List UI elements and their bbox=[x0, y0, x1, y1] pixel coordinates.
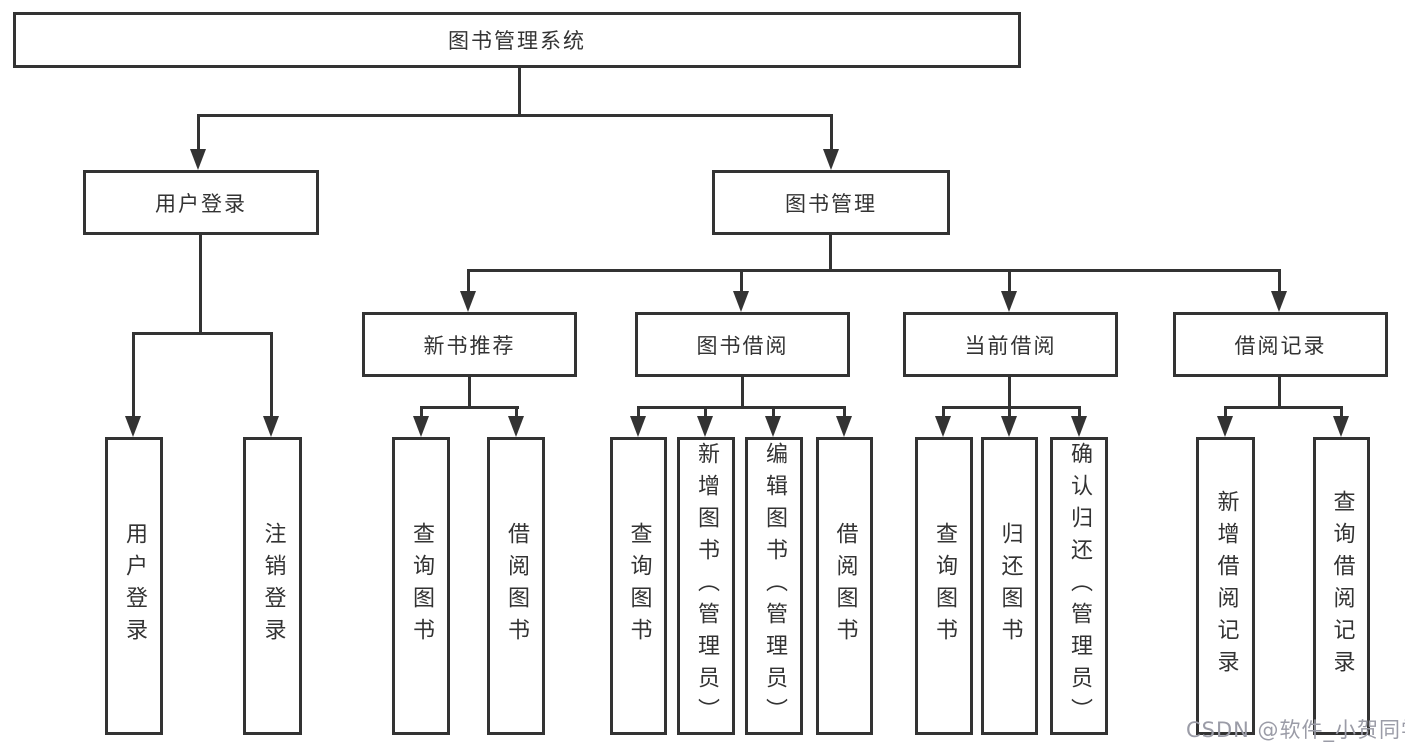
connector-line bbox=[740, 269, 743, 293]
node-book-borrowing: 图书借阅 bbox=[635, 312, 850, 377]
connector-line bbox=[518, 67, 521, 116]
arrow-down-icon bbox=[1001, 416, 1017, 437]
arrow-down-icon bbox=[733, 291, 749, 312]
arrow-down-icon bbox=[460, 291, 476, 312]
connector-line bbox=[420, 406, 423, 418]
leaf-query-books-recommend: 查询图书 bbox=[392, 437, 450, 735]
node-borrowing-records: 借阅记录 bbox=[1173, 312, 1388, 377]
connector-line bbox=[637, 406, 846, 409]
arrow-down-icon bbox=[697, 416, 713, 437]
connector-line bbox=[741, 377, 744, 408]
connector-line bbox=[467, 269, 470, 293]
connector-line bbox=[942, 406, 945, 418]
leaf-add-book-admin: 新增图书（管理员） bbox=[677, 437, 735, 735]
arrow-down-icon bbox=[1333, 416, 1349, 437]
node-current-borrowing: 当前借阅 bbox=[903, 312, 1118, 377]
connector-line bbox=[1008, 377, 1011, 408]
connector-line bbox=[704, 406, 707, 418]
arrow-down-icon bbox=[508, 416, 524, 437]
arrow-down-icon bbox=[1271, 291, 1287, 312]
connector-line bbox=[199, 235, 202, 335]
node-book-management: 图书管理 bbox=[712, 170, 950, 235]
arrow-down-icon bbox=[630, 416, 646, 437]
node-new-book-recommendation: 新书推荐 bbox=[362, 312, 577, 377]
connector-line bbox=[468, 377, 471, 408]
arrow-down-icon bbox=[413, 416, 429, 437]
leaf-query-books-current: 查询图书 bbox=[915, 437, 973, 735]
connector-line bbox=[843, 406, 846, 418]
arrow-down-icon bbox=[263, 416, 279, 437]
connector-line bbox=[772, 406, 775, 418]
connector-line bbox=[197, 114, 833, 117]
leaf-user-login: 用户登录 bbox=[105, 437, 163, 735]
connector-line bbox=[830, 114, 833, 152]
node-user-login: 用户登录 bbox=[83, 170, 319, 235]
connector-line bbox=[467, 269, 1281, 272]
connector-line bbox=[637, 406, 640, 418]
node-root: 图书管理系统 bbox=[13, 12, 1021, 68]
connector-line bbox=[270, 332, 273, 416]
leaf-query-books-borrow: 查询图书 bbox=[610, 437, 667, 735]
leaf-query-borrow-record: 查询借阅记录 bbox=[1313, 437, 1370, 735]
leaf-borrow-books-recommend: 借阅图书 bbox=[487, 437, 545, 735]
leaf-borrow-books: 借阅图书 bbox=[816, 437, 873, 735]
arrow-down-icon bbox=[836, 416, 852, 437]
connector-line bbox=[132, 332, 135, 416]
arrow-down-icon bbox=[765, 416, 781, 437]
connector-line bbox=[1340, 406, 1343, 418]
connector-line bbox=[197, 114, 200, 152]
connector-line bbox=[1278, 377, 1281, 408]
arrow-down-icon bbox=[823, 149, 839, 170]
arrow-down-icon bbox=[1071, 416, 1087, 437]
leaf-confirm-return-admin: 确认归还（管理员） bbox=[1050, 437, 1108, 735]
leaf-logout: 注销登录 bbox=[243, 437, 302, 735]
csdn-watermark: CSDN @软件_小贺同学 bbox=[1186, 718, 1405, 742]
connector-line bbox=[1278, 269, 1281, 293]
arrow-down-icon bbox=[1217, 416, 1233, 437]
connector-line bbox=[1224, 406, 1227, 418]
connector-line bbox=[1224, 406, 1343, 409]
connector-line bbox=[515, 406, 518, 418]
connector-line bbox=[1078, 406, 1081, 418]
connector-line bbox=[1008, 406, 1011, 418]
connector-line bbox=[132, 332, 273, 335]
arrow-down-icon bbox=[190, 149, 206, 170]
arrow-down-icon bbox=[935, 416, 951, 437]
leaf-return-books: 归还图书 bbox=[981, 437, 1038, 735]
arrow-down-icon bbox=[1001, 291, 1017, 312]
arrow-down-icon bbox=[125, 416, 141, 437]
leaf-edit-book-admin: 编辑图书（管理员） bbox=[745, 437, 803, 735]
leaf-add-borrow-record: 新增借阅记录 bbox=[1196, 437, 1255, 735]
connector-line bbox=[942, 406, 1081, 409]
connector-line bbox=[420, 406, 519, 409]
connector-line bbox=[829, 235, 832, 271]
connector-line bbox=[1008, 269, 1011, 293]
